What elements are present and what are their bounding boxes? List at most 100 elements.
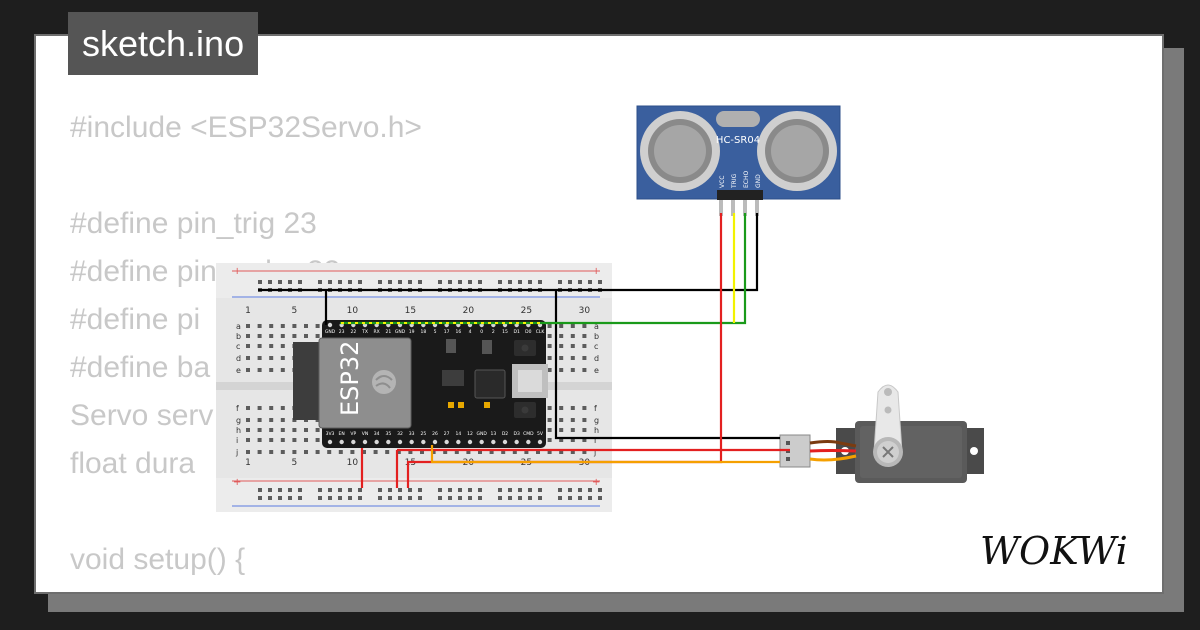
breadboard-hole: [269, 406, 274, 410]
svg-text:+: +: [592, 477, 600, 488]
rail-hole: [358, 488, 362, 492]
breadboard-hole: [547, 428, 552, 432]
breadboard-hole: [431, 450, 436, 454]
rail-hole: [268, 496, 272, 500]
breadboard-hole: [524, 450, 529, 454]
breadboard-hole: [559, 368, 564, 372]
ultrasonic-label: HC-SR04: [716, 135, 760, 146]
rail-hole: [408, 488, 412, 492]
rail-hole: [518, 496, 522, 500]
breadboard-hole: [280, 438, 285, 442]
breadboard-hole: [246, 450, 250, 454]
esp32-pin-label: 27: [444, 431, 450, 437]
breadboard-hole: [547, 344, 552, 348]
rail-hole: [498, 496, 502, 500]
breadboard-hole: [315, 428, 320, 432]
rail-hole: [568, 488, 572, 492]
row-letter: f: [236, 404, 239, 413]
breadboard-hole: [559, 450, 564, 454]
breadboard-hole: [512, 450, 517, 454]
rail-hole: [598, 280, 602, 284]
breadboard-hole: [292, 438, 297, 442]
pin-label: GND: [755, 174, 762, 188]
breadboard-hole: [547, 334, 552, 338]
esp32-pin-label: D3: [514, 431, 520, 437]
rail-hole: [298, 280, 302, 284]
esp32-pin-label: 35: [385, 431, 391, 437]
esp32-pin-label: 2: [492, 329, 495, 335]
breadboard-hole: [547, 450, 552, 454]
rail-hole: [438, 280, 442, 284]
esp32-pin-label: CMD: [523, 431, 534, 437]
rail-hole: [518, 488, 522, 492]
rail-hole: [288, 496, 292, 500]
breadboard-hole: [559, 438, 564, 442]
breadboard-hole: [385, 450, 390, 454]
breadboard-hole: [269, 438, 274, 442]
rail-hole: [358, 280, 362, 284]
breadboard-hole: [570, 356, 575, 360]
breadboard-hole: [269, 428, 274, 432]
esp32-pin: [397, 439, 403, 445]
row-letter: g: [236, 416, 241, 425]
breadboard-hole: [315, 324, 320, 328]
rail-hole: [398, 280, 402, 284]
rail-hole: [278, 496, 282, 500]
esp32-pin-label: VN: [362, 431, 368, 437]
rail-hole: [458, 280, 462, 284]
rail-hole: [598, 488, 602, 492]
breadboard-hole: [582, 356, 587, 360]
row-letter: a: [236, 322, 241, 331]
breadboard-hole: [559, 418, 564, 422]
rail-hole: [578, 280, 582, 284]
rail-hole: [448, 496, 452, 500]
rail-hole: [298, 488, 302, 492]
breadboard-hole: [280, 324, 285, 328]
column-number: 25: [521, 306, 532, 316]
esp32-pin: [421, 439, 426, 445]
breadboard-hole: [582, 418, 587, 422]
esp32-pin: [409, 439, 414, 445]
breadboard-hole: [559, 406, 564, 410]
breadboard-hole: [350, 450, 355, 454]
breadboard-hole: [327, 450, 332, 454]
row-letter: h: [236, 426, 241, 435]
rail-hole: [328, 488, 332, 492]
file-name-tab[interactable]: sketch.ino: [68, 12, 259, 75]
rail-hole: [338, 488, 342, 492]
breadboard-hole: [547, 368, 552, 372]
esp32-pin-label: 33: [409, 431, 415, 437]
breadboard-hole: [269, 368, 274, 372]
rail-hole: [408, 280, 412, 284]
breadboard-hole: [257, 356, 262, 360]
rail-hole: [578, 488, 582, 492]
breadboard-hole: [547, 418, 552, 422]
row-letter: c: [236, 342, 240, 351]
breadboard-hole: [547, 438, 552, 442]
breadboard-hole: [292, 324, 297, 328]
rail-hole: [468, 496, 472, 500]
breadboard-hole: [246, 334, 250, 338]
breadboard-hole: [338, 450, 343, 454]
breadboard-hole: [292, 428, 297, 432]
rail-hole: [448, 280, 452, 284]
esp32-pin-label: 22: [350, 329, 356, 335]
breadboard-hole: [570, 438, 575, 442]
rail-hole: [508, 488, 512, 492]
row-letter: b: [594, 332, 599, 341]
code-line: Serial.begin(9600);: [70, 584, 422, 592]
wokwi-logo: WOKWi: [980, 529, 1128, 573]
esp32-pin-label: D0: [525, 329, 531, 335]
svg-text:+: +: [592, 266, 600, 277]
rail-hole: [328, 280, 332, 284]
row-letter: a: [594, 322, 599, 331]
esp32-pin: [456, 439, 461, 445]
rail-hole: [568, 496, 572, 500]
esp32-pin-label: 32: [397, 431, 403, 437]
row-letter: j: [593, 448, 596, 457]
esp32-pin-label: 26: [432, 431, 438, 437]
rail-hole: [438, 496, 442, 500]
code-line: #define pin_trig 23: [70, 207, 317, 240]
rail-hole: [358, 496, 362, 500]
breadboard-hole: [570, 324, 575, 328]
